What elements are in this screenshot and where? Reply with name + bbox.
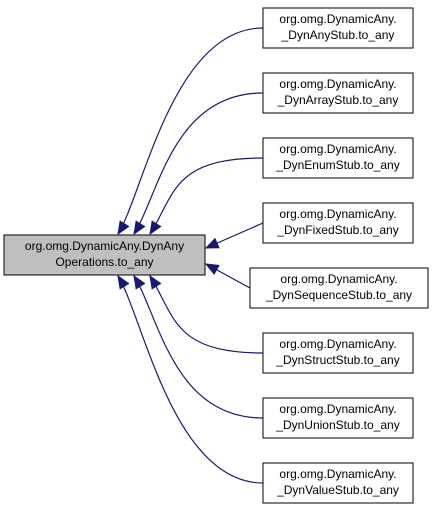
arrowhead-icon: [204, 237, 220, 249]
caller-node-label-line2: _DynEnumStub.to_any: [275, 158, 399, 172]
call-edge: [149, 157, 264, 235]
caller-node-dyn-any-stub[interactable]: org.omg.DynamicAny. _DynAnyStub.to_any: [262, 7, 414, 49]
caller-node-label-line2: _DynArrayStub.to_any: [277, 93, 399, 107]
caller-node-label-line2: _DynAnyStub.to_any: [281, 28, 395, 42]
caller-node-label-line1: org.omg.DynamicAny.: [279, 77, 396, 91]
caller-node-label-line1: org.omg.DynamicAny.: [279, 467, 396, 481]
caller-node-box[interactable]: [262, 137, 414, 179]
caller-node-label-line1: org.omg.DynamicAny.: [280, 272, 397, 286]
caller-node-dyn-enum-stub[interactable]: org.omg.DynamicAny. _DynEnumStub.to_any: [262, 137, 414, 179]
caller-node-label-line1: org.omg.DynamicAny.: [279, 207, 396, 221]
arrowhead-icon: [133, 220, 146, 236]
caller-node-label-line1: org.omg.DynamicAny.: [279, 402, 396, 416]
main-node[interactable]: org.omg.DynamicAny.DynAny Operations.to_…: [3, 234, 206, 276]
caller-node-dyn-union-stub[interactable]: org.omg.DynamicAny. _DynUnionStub.to_any: [262, 397, 414, 439]
call-edge: [149, 275, 264, 354]
caller-node-label-line2: _DynStructStub.to_any: [275, 353, 399, 367]
arrowhead-icon: [204, 263, 220, 276]
caller-node-label-line2: _DynValueStub.to_any: [276, 483, 399, 497]
caller-node-box[interactable]: [262, 397, 414, 439]
caller-node-dyn-fixed-stub[interactable]: org.omg.DynamicAny. _DynFixedStub.to_any: [262, 202, 414, 244]
arrowhead-icon: [117, 274, 130, 290]
arrowhead-icon: [149, 274, 162, 290]
caller-node-label-line2: _DynSequenceStub.to_any: [265, 288, 412, 302]
caller-node-box[interactable]: [262, 332, 414, 374]
arrowhead-icon: [149, 220, 162, 236]
caller-node-box[interactable]: [262, 72, 414, 114]
caller-node-label-line1: org.omg.DynamicAny.: [279, 12, 396, 26]
call-edge: [117, 27, 264, 235]
call-edge: [117, 275, 264, 484]
call-edge: [133, 275, 264, 419]
caller-node-box[interactable]: [249, 267, 429, 309]
caller-node-box[interactable]: [262, 7, 414, 49]
caller-node-label-line2: _DynUnionStub.to_any: [275, 418, 399, 432]
caller-nodes: org.omg.DynamicAny._DynAnyStub.to_anyorg…: [249, 7, 429, 504]
caller-node-dyn-array-stub[interactable]: org.omg.DynamicAny. _DynArrayStub.to_any: [262, 72, 414, 114]
call-edge: [133, 92, 264, 235]
caller-node-box[interactable]: [262, 202, 414, 244]
main-node-label-line1: org.omg.DynamicAny.DynAny: [25, 239, 184, 253]
caller-node-dyn-sequence-stub[interactable]: org.omg.DynamicAny. _DynSequenceStub.to_a…: [249, 267, 429, 309]
caller-node-dyn-value-stub[interactable]: org.omg.DynamicAny. _DynValueStub.to_any: [262, 462, 414, 504]
main-node-box[interactable]: [3, 234, 206, 276]
caller-node-label-line1: org.omg.DynamicAny.: [279, 142, 396, 156]
call-edges: [117, 27, 264, 484]
arrowhead-icon: [117, 220, 130, 236]
arrowhead-icon: [133, 274, 146, 290]
caller-node-dyn-struct-stub[interactable]: org.omg.DynamicAny. _DynStructStub.to_any: [262, 332, 414, 374]
caller-node-label-line1: org.omg.DynamicAny.: [279, 337, 396, 351]
caller-node-box[interactable]: [262, 462, 414, 504]
main-node-label-line2: Operations.to_any: [55, 255, 153, 269]
caller-node-label-line2: _DynFixedStub.to_any: [276, 223, 398, 237]
